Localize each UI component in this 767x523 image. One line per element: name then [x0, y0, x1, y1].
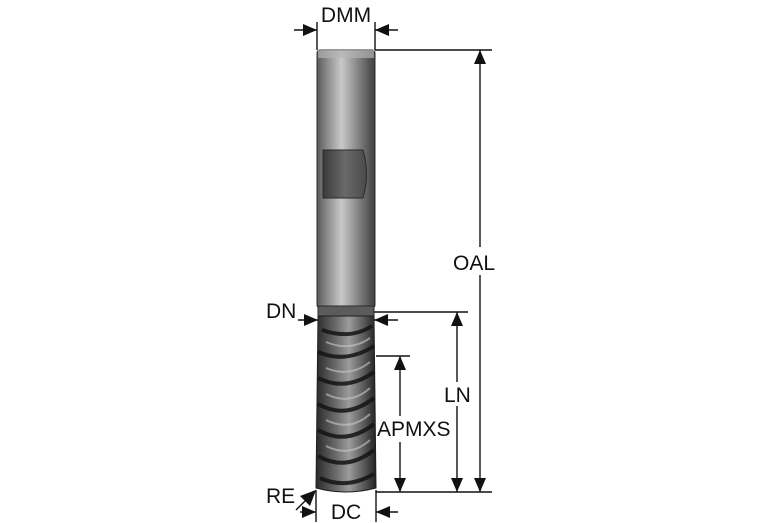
weldon-flat — [322, 149, 367, 199]
apmxs-dimension: APMXS — [376, 355, 451, 492]
oal-dimension: OAL — [375, 49, 495, 493]
dn-label: DN — [266, 300, 296, 323]
tool-neck — [317, 305, 375, 317]
oal-label: OAL — [453, 252, 495, 275]
dc-dimension: DC — [300, 490, 398, 523]
apmxs-label: APMXS — [377, 418, 451, 441]
ln-label: LN — [444, 384, 471, 407]
ln-dimension: LN — [374, 311, 471, 492]
end-mill-tool — [315, 49, 377, 493]
re-label: RE — [266, 485, 295, 508]
dn-dimension: DN — [266, 300, 398, 326]
helix-highlights — [325, 337, 371, 452]
dc-label: DC — [331, 501, 361, 523]
dmm-label: DMM — [321, 4, 371, 27]
dmm-dimension: DMM — [294, 4, 398, 50]
re-callout: RE — [266, 485, 316, 511]
shank-chamfer — [318, 50, 374, 58]
helix-grooves — [317, 324, 376, 486]
